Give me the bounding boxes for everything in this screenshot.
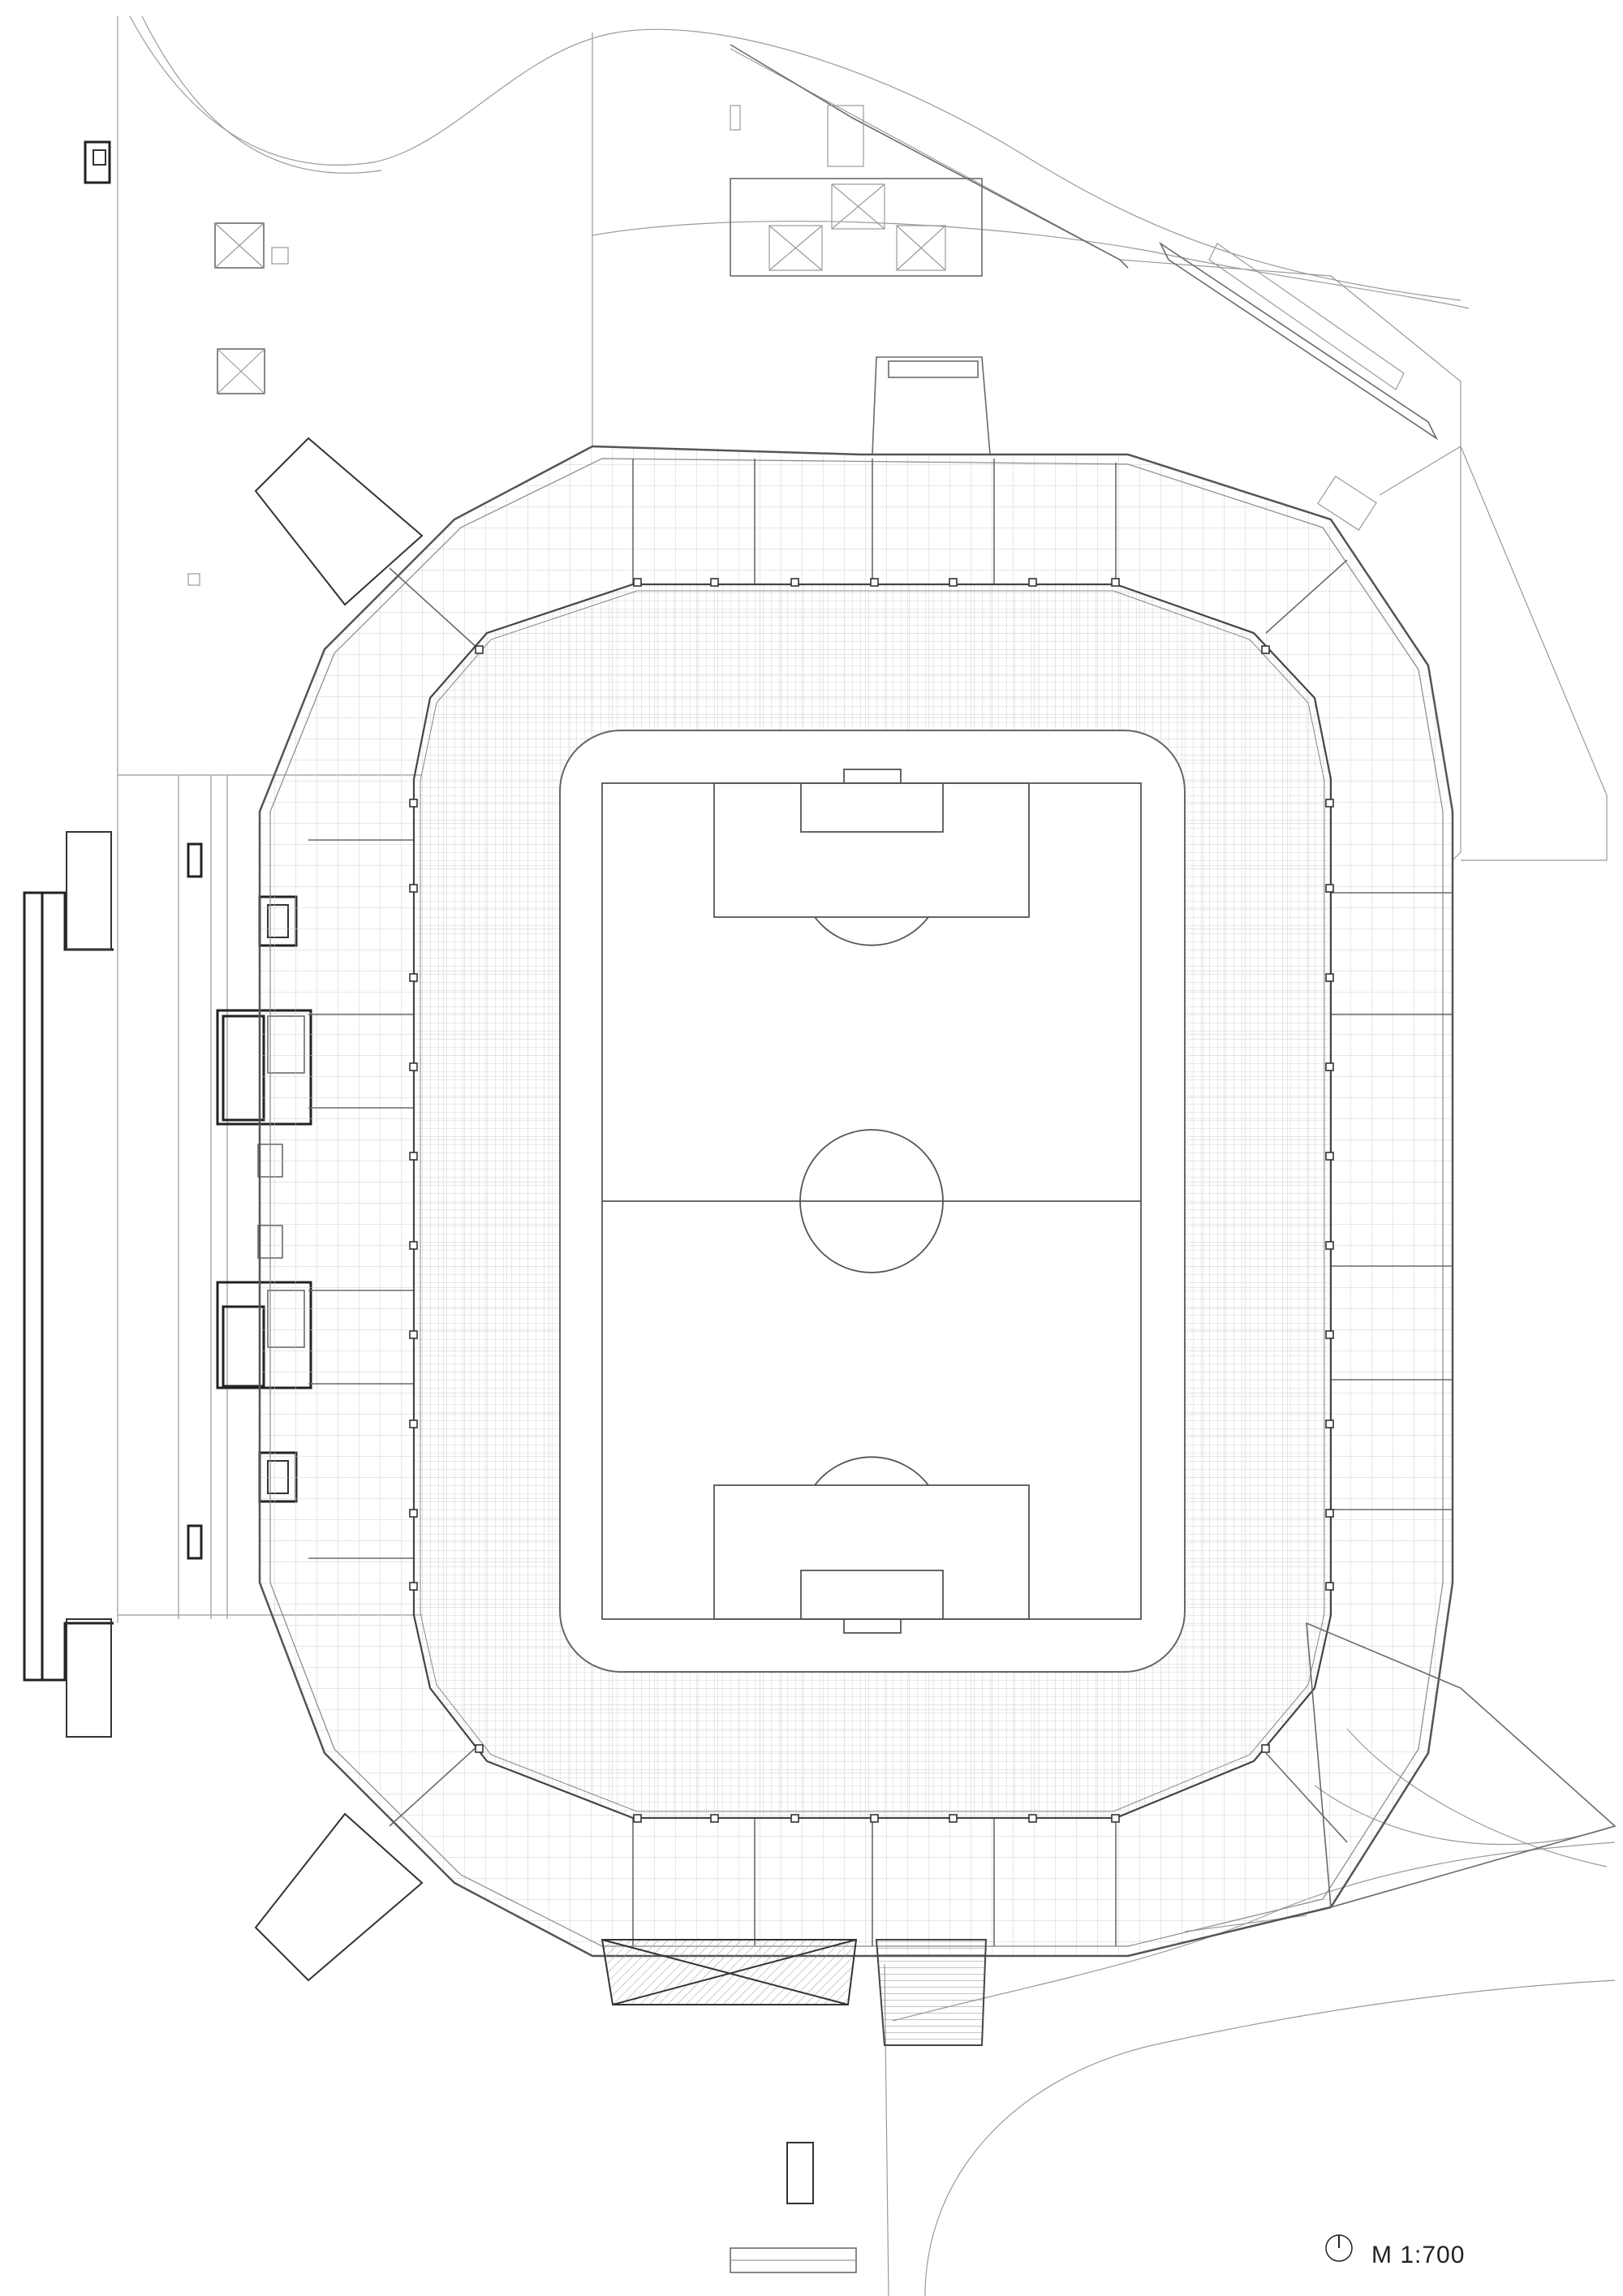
west-site	[84, 140, 289, 586]
site-context	[117, 15, 1616, 2296]
football-pitch	[559, 730, 1186, 1673]
north-arrow-icon	[1325, 2234, 1353, 2262]
structural-columns	[409, 578, 1334, 1823]
scale-label: M 1:700	[1371, 2242, 1466, 2268]
south-entrances	[601, 1622, 1617, 2273]
north-annex-building	[730, 44, 1439, 531]
corner-stairs	[254, 356, 991, 1982]
